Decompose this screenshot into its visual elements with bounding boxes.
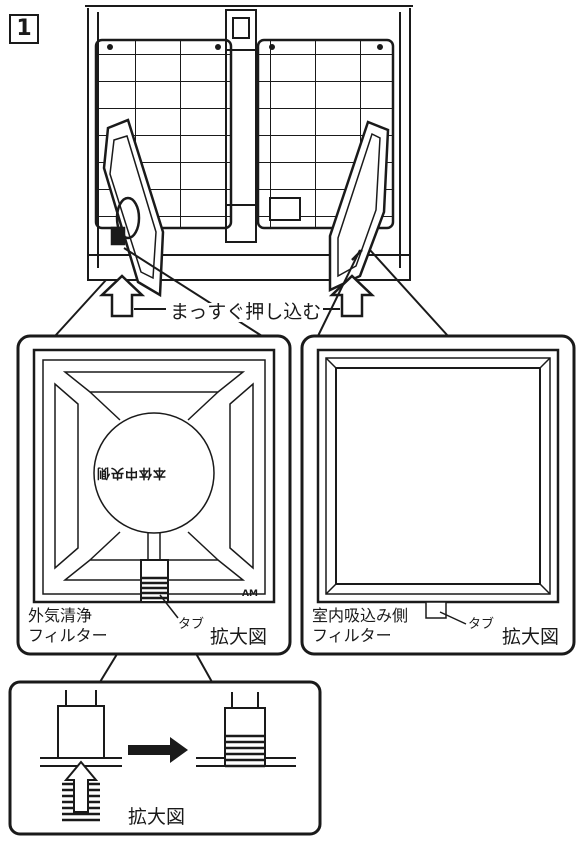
- right-zoom-panel: [300, 334, 576, 656]
- instruction-label: まっすぐ押し込む: [168, 301, 324, 323]
- left-tab-label: タブ: [178, 617, 205, 632]
- left-filter-being-inserted: [102, 118, 165, 298]
- left-zoom-label: 拡大図: [210, 626, 268, 648]
- right-filter-name-line2: フィルター: [312, 626, 392, 645]
- step-number-badge: 1: [9, 14, 39, 44]
- left-filter-name-line1: 外気清浄: [28, 606, 93, 625]
- right-filter-being-inserted: [328, 120, 390, 292]
- push-arrows: [98, 274, 376, 318]
- svg-text:AM: AM: [242, 589, 258, 599]
- detail-zoom-label: 拡大図: [128, 806, 186, 828]
- detail-panel: [8, 680, 322, 836]
- right-zoom-label: 拡大図: [502, 626, 560, 648]
- filter-stamp-text: 本体中央側: [96, 465, 167, 480]
- left-filter-name-line2: フィルター: [28, 626, 108, 645]
- right-filter-name-line1: 室内吸込み側: [312, 606, 409, 625]
- left-zoom-panel: AM: [16, 334, 292, 656]
- right-tab-label: タブ: [468, 617, 495, 632]
